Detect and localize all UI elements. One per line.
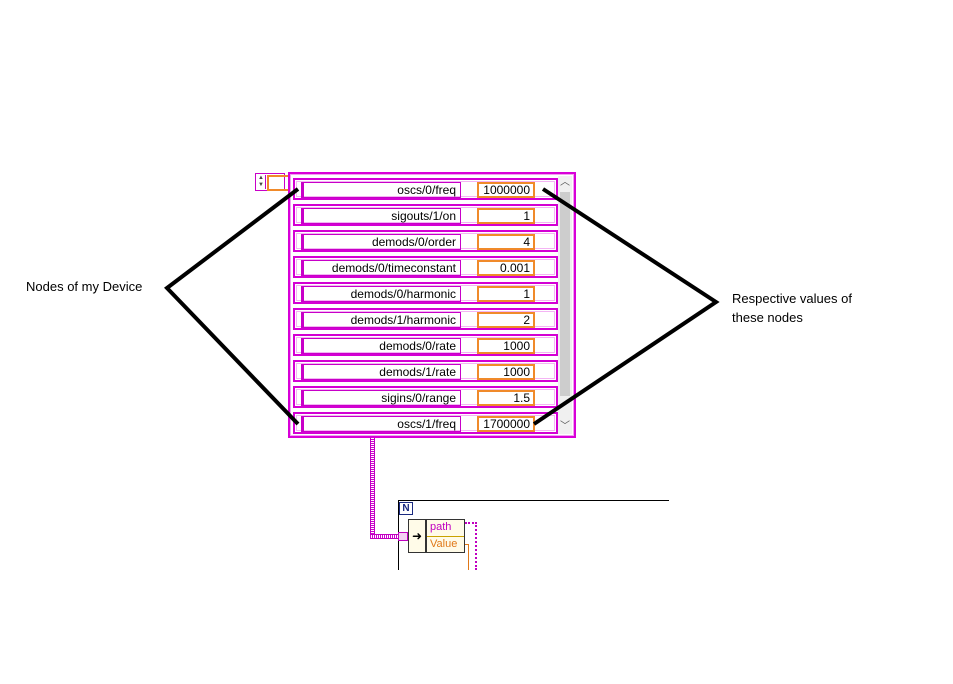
unbundle-by-name[interactable]: path Value	[426, 519, 465, 553]
node-value-field[interactable]: 1000000	[477, 182, 535, 198]
array-row: oscs/0/freq 1000000	[293, 178, 558, 200]
node-path-field[interactable]: oscs/0/freq	[301, 182, 461, 198]
unbundle-field-value[interactable]: Value	[430, 538, 458, 550]
auto-index-tunnel[interactable]	[398, 532, 408, 541]
array-row: sigouts/1/on 1	[293, 204, 558, 226]
node-value-field[interactable]: 0.001	[477, 260, 535, 276]
array-row: demods/1/harmonic 2	[293, 308, 558, 330]
callout-right	[532, 187, 720, 426]
unbundle-field-path[interactable]: path	[430, 521, 452, 533]
node-path-field[interactable]: demods/0/order	[301, 234, 461, 250]
node-value-field[interactable]: 4	[477, 234, 535, 250]
array-row: demods/0/harmonic 1	[293, 282, 558, 304]
callout-left	[163, 187, 300, 426]
annotation-nodes: Nodes of my Device	[26, 279, 143, 294]
node-value-field[interactable]: 2	[477, 312, 535, 328]
array-wire-horizontal	[370, 534, 400, 539]
node-value-field[interactable]: 1000	[477, 338, 535, 354]
loop-count-terminal[interactable]: N	[399, 502, 413, 515]
node-value-field[interactable]: 1.5	[477, 390, 535, 406]
unbundle-divider	[427, 536, 464, 537]
node-path-field[interactable]: demods/0/harmonic	[301, 286, 461, 302]
array-row: demods/1/rate 1000	[293, 360, 558, 382]
array-scrollbar[interactable]: ︿ ﹀	[558, 176, 572, 434]
increment-decrement-icon[interactable]: ▲▼	[257, 175, 266, 189]
node-value-field[interactable]: 1	[477, 208, 535, 224]
array-wire	[370, 438, 375, 538]
scrollbar-thumb[interactable]	[560, 192, 570, 396]
node-path-field[interactable]: demods/0/timeconstant	[301, 260, 461, 276]
for-loop-top-border	[398, 500, 669, 501]
array-row: demods/0/rate 1000	[293, 334, 558, 356]
array-row: demods/0/order 4	[293, 230, 558, 252]
node-path-field[interactable]: demods/1/rate	[301, 364, 461, 380]
unbundle-arrow-icon: ➜	[408, 519, 426, 553]
path-output-wire	[465, 522, 477, 570]
node-path-field[interactable]: demods/0/rate	[301, 338, 461, 354]
chevron-up-icon[interactable]: ︿	[560, 177, 570, 188]
node-path-field[interactable]: demods/1/harmonic	[301, 312, 461, 328]
array-row: sigins/0/range 1.5	[293, 386, 558, 408]
chevron-down-icon[interactable]: ﹀	[560, 421, 570, 432]
value-output-wire	[465, 544, 469, 570]
array-row: demods/0/timeconstant 0.001	[293, 256, 558, 278]
node-path-field[interactable]: sigouts/1/on	[301, 208, 461, 224]
annotation-values: Respective values of these nodes	[732, 291, 852, 325]
node-path-field[interactable]: oscs/1/freq	[301, 416, 461, 432]
node-value-field[interactable]: 1000	[477, 364, 535, 380]
node-path-field[interactable]: sigins/0/range	[301, 390, 461, 406]
node-value-field[interactable]: 1	[477, 286, 535, 302]
